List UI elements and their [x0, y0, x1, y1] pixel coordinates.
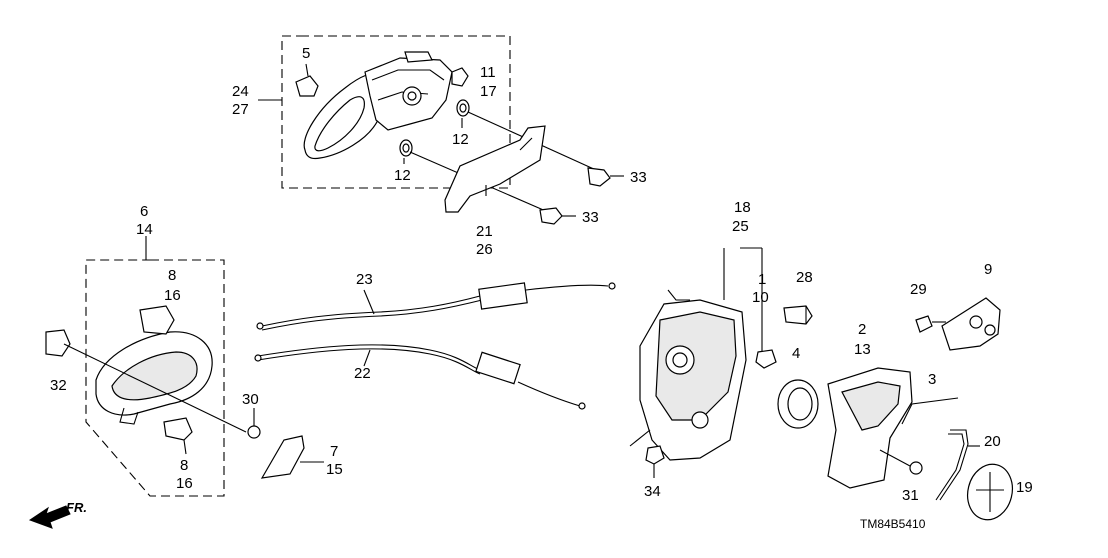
label-21: 21 [476, 223, 493, 240]
label-14: 14 [136, 221, 153, 238]
cover-group [827, 297, 1013, 521]
cables-group [254, 282, 616, 410]
label-9: 9 [984, 261, 992, 278]
label-1: 1 [758, 271, 766, 288]
label-28: 28 [796, 269, 813, 286]
label-10: 10 [752, 289, 769, 306]
label-26: 26 [476, 241, 493, 258]
label-27: 27 [232, 101, 249, 118]
label-20: 20 [984, 433, 1001, 450]
label-31: 31 [902, 487, 919, 504]
label-19: 19 [1016, 479, 1033, 496]
label-8-upper: 8 [168, 267, 176, 284]
label-18: 18 [734, 199, 751, 216]
outer-handle-group [258, 35, 624, 225]
label-32: 32 [50, 377, 67, 394]
direction-label: FR. [66, 500, 87, 515]
label-11: 11 [480, 64, 496, 81]
label-2: 2 [858, 321, 866, 338]
label-16-upper: 16 [164, 287, 181, 304]
part-labels: 5 24 27 11 17 12 12 33 33 21 26 6 14 8 1… [50, 45, 1033, 504]
label-8-lower: 8 [180, 457, 188, 474]
label-4: 4 [792, 345, 800, 362]
label-12-lower: 12 [394, 167, 411, 184]
label-23: 23 [356, 271, 373, 288]
label-33-upper: 33 [630, 169, 647, 186]
label-3: 3 [928, 371, 936, 388]
label-12-upper: 12 [452, 131, 469, 148]
label-6: 6 [140, 203, 148, 220]
front-arrow-icon [28, 505, 71, 529]
label-16-lower: 16 [176, 475, 193, 492]
label-34: 34 [644, 483, 661, 500]
diagram-code: TM84B5410 [860, 517, 926, 531]
label-5: 5 [302, 45, 310, 62]
direction-indicator: FR. [28, 500, 87, 529]
label-25: 25 [732, 218, 749, 235]
label-15: 15 [326, 461, 343, 478]
label-7: 7 [330, 443, 338, 460]
label-13: 13 [854, 341, 871, 358]
inner-handle-group [45, 236, 324, 497]
label-22: 22 [354, 365, 371, 382]
label-17: 17 [480, 83, 497, 100]
label-33-lower: 33 [582, 209, 599, 226]
label-29: 29 [910, 281, 927, 298]
label-24: 24 [232, 83, 249, 100]
label-30: 30 [242, 391, 259, 408]
latch-group [629, 247, 819, 478]
